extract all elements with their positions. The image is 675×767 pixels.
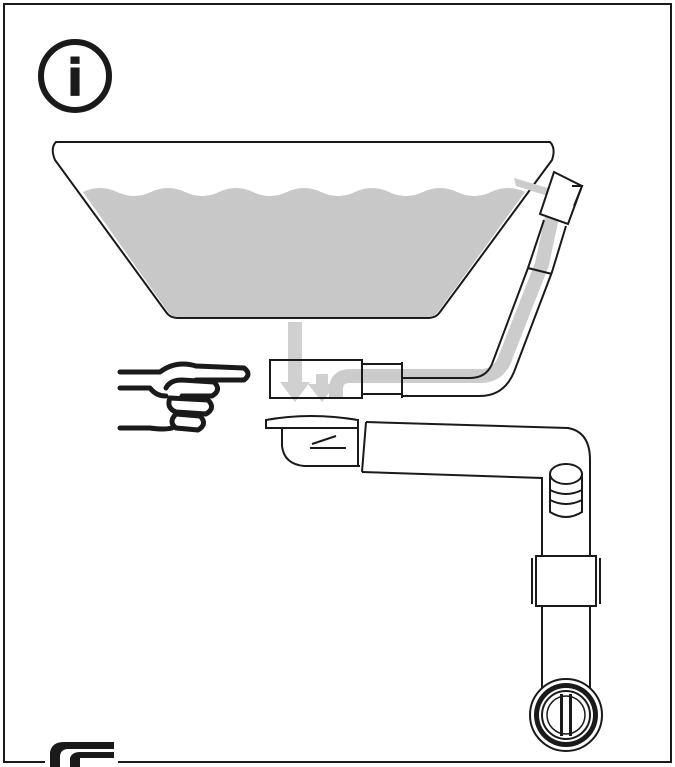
overflow-head (538, 170, 584, 226)
frame-border (3, 3, 672, 763)
siphon-pipe (361, 421, 591, 556)
info-icon-glyph: i (66, 49, 84, 109)
drain-valve-body (265, 415, 360, 467)
corner-mark-icon (50, 742, 114, 767)
basin-water (83, 188, 525, 317)
drain-plug-top (269, 359, 363, 399)
info-circle-icon: i (38, 39, 112, 113)
pointing-hand-icon (117, 361, 251, 433)
wash-basin (51, 141, 555, 319)
siphon-vertical-tube (531, 555, 601, 690)
siphon-nozzle (549, 463, 583, 518)
drain-flow-arrows (280, 322, 336, 402)
siphon-cleaning-cap (529, 678, 603, 752)
